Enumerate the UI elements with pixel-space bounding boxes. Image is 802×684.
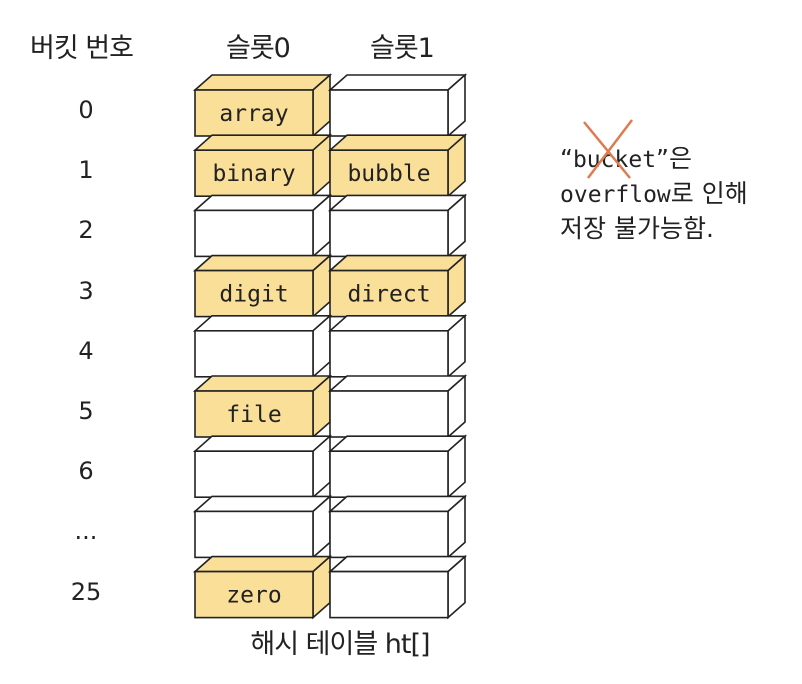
note-line-1: “bucket”은	[560, 142, 748, 177]
bucket-number: 6	[78, 457, 94, 486]
cell-key: file	[226, 402, 281, 428]
cell-front-face	[329, 209, 449, 258]
slot0-cell: file	[192, 374, 333, 439]
cell-front-face	[329, 450, 449, 499]
bucket-number: 2	[78, 216, 94, 245]
cell-top-face	[327, 495, 468, 513]
bucket-number: 4	[78, 336, 94, 365]
bucket-number: ...	[74, 517, 98, 546]
cell-front-face	[194, 510, 314, 559]
cell-front-face	[329, 329, 449, 378]
hash-table-caption: 해시 테이블 ht[]	[250, 629, 430, 660]
note-line-3: 저장 불가능함.	[560, 214, 714, 243]
cross-stroke-1	[583, 121, 631, 179]
cell-top-face	[327, 194, 468, 212]
slot1-cell	[327, 434, 468, 499]
cell-top-face	[327, 435, 468, 453]
bucket-number: 5	[78, 397, 94, 425]
cell-front-face	[194, 269, 314, 318]
slot1-cell	[327, 193, 468, 259]
cell-top-face	[192, 375, 333, 392]
slot1-cell	[327, 314, 468, 379]
cell-top-face	[192, 134, 333, 151]
cell-front-face	[329, 570, 449, 619]
cross-stroke-2	[587, 119, 633, 179]
cell-top-face	[192, 314, 333, 332]
note-line-2: overflow로 인해	[560, 177, 748, 212]
slot0-cell: digit	[192, 253, 333, 319]
cell-front-face	[194, 149, 314, 197]
slot1-cell: bubble	[327, 133, 468, 198]
slot0-header: 슬롯0	[226, 33, 291, 64]
cell-top-face	[192, 74, 333, 91]
strike-cross-icon	[583, 119, 633, 179]
cell-front-face	[194, 570, 314, 619]
cell-front-face	[194, 329, 314, 378]
slot1-header: 슬롯1	[370, 33, 435, 64]
slot1-cell: direct	[327, 253, 468, 319]
cell-top-face	[192, 495, 333, 513]
slot0-cell	[192, 314, 333, 379]
cell-top-face	[327, 74, 468, 91]
bucket-number: 0	[78, 96, 94, 124]
cell-key: direct	[347, 282, 430, 308]
cell-top-face	[192, 194, 333, 212]
cell-front-face	[329, 89, 449, 137]
cell-top-face	[327, 375, 468, 392]
cell-top-face	[192, 254, 333, 272]
cell-key: binary	[212, 161, 295, 187]
quote-open: “	[560, 144, 573, 173]
bucket-number: 3	[78, 276, 94, 305]
slot0-cell: binary	[192, 133, 333, 198]
overflow-note: “bucket”은 overflow로 인해 저장 불가능함.	[560, 142, 748, 246]
quote-close: ”	[656, 144, 669, 173]
cell-front-face	[329, 390, 449, 438]
cell-top-face	[327, 134, 468, 151]
cell-front-face	[194, 89, 314, 137]
slot0-cell	[192, 193, 333, 259]
cell-top-face	[327, 314, 468, 332]
bucket-number-header: 버킷 번호	[30, 33, 134, 64]
cell-front-face	[194, 209, 314, 258]
slot1-cell	[327, 554, 468, 620]
bucket-number: 25	[70, 577, 102, 606]
overflow-word: overflow	[560, 182, 671, 208]
cell-key: zero	[226, 583, 281, 609]
slot1-cell	[327, 374, 468, 439]
cell-top-face	[327, 254, 468, 272]
cell-front-face	[329, 510, 449, 559]
slot0-cell: zero	[192, 554, 333, 620]
slot0-cell	[192, 434, 333, 499]
cell-front-face	[194, 450, 314, 499]
cell-key: array	[219, 101, 288, 127]
note-suffix-2: 로 인해	[670, 179, 748, 208]
cell-top-face	[192, 435, 333, 453]
cell-top-face	[327, 555, 468, 573]
cell-front-face	[194, 390, 314, 438]
slot1-cell	[327, 73, 468, 138]
cell-key: bubble	[347, 161, 430, 187]
cell-front-face	[329, 149, 449, 197]
slot0-cell: array	[192, 73, 333, 138]
slot1-cell	[327, 494, 468, 560]
cell-top-face	[192, 555, 333, 573]
bucket-number: 1	[78, 156, 94, 185]
cell-key: digit	[219, 282, 288, 308]
note-suffix-1: 은	[669, 144, 693, 173]
slot0-cell	[192, 494, 333, 560]
